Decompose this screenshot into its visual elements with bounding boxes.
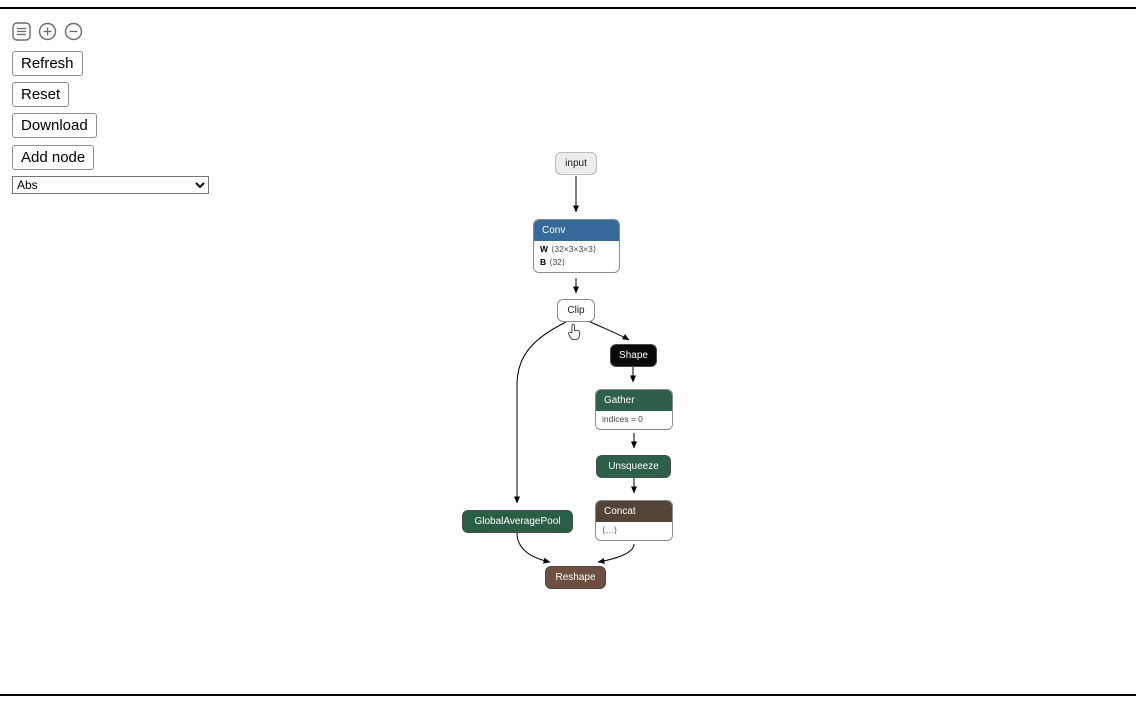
node-global-average-pool-label: GlobalAveragePool [474, 516, 561, 527]
conv-bias-row: B⟨32⟩ [540, 256, 613, 269]
edge-clip-shape [585, 319, 630, 341]
conv-bias-value: ⟨32⟩ [549, 257, 566, 267]
node-unsqueeze[interactable]: Unsqueeze [596, 455, 671, 478]
zoom-out-icon[interactable] [64, 22, 83, 41]
node-concat-attributes: ⟨…⟩ [596, 522, 672, 540]
node-type-select[interactable]: Abs [12, 176, 209, 194]
node-concat-label: Concat [604, 506, 636, 517]
concat-attr-value: ⟨…⟩ [602, 525, 618, 535]
node-clip[interactable]: Clip [557, 299, 595, 322]
node-clip-label: Clip [567, 305, 585, 316]
download-button[interactable]: Download [12, 113, 97, 138]
node-conv-header: Conv [534, 220, 619, 241]
reset-button[interactable]: Reset [12, 82, 70, 107]
conv-weights-value: ⟨32×3×3×3⟩ [551, 244, 597, 254]
refresh-button[interactable]: Refresh [12, 51, 83, 76]
node-gather-label: Gather [604, 395, 635, 406]
node-shape[interactable]: Shape [610, 344, 657, 367]
concat-attr-row: ⟨…⟩ [602, 524, 666, 537]
top-border-line [0, 7, 1136, 9]
node-concat-header: Concat [596, 501, 672, 522]
edge-clip-gap [514, 321, 567, 504]
node-conv-label: Conv [542, 225, 566, 236]
edge-concat-reshape [597, 543, 635, 564]
node-reshape-label: Reshape [555, 572, 596, 583]
node-concat[interactable]: Concat ⟨…⟩ [595, 500, 673, 541]
node-reshape[interactable]: Reshape [545, 566, 606, 589]
node-gather-header: Gather [596, 390, 672, 411]
add-node-button[interactable]: Add node [12, 145, 95, 170]
node-conv-attributes: W⟨32×3×3×3⟩ B⟨32⟩ [534, 241, 619, 272]
gather-indices-value: indices = 0 [602, 414, 643, 424]
gather-indices-row: indices = 0 [602, 413, 666, 426]
node-input[interactable]: input [555, 152, 597, 175]
node-unsqueeze-label: Unsqueeze [608, 461, 659, 472]
hand-cursor-icon [567, 323, 581, 341]
node-input-label: input [565, 158, 587, 169]
node-shape-label: Shape [619, 350, 648, 361]
node-global-average-pool[interactable]: GlobalAveragePool [462, 510, 573, 533]
conv-weights-row: W⟨32×3×3×3⟩ [540, 243, 613, 256]
hamburger-menu-icon[interactable] [12, 22, 31, 41]
node-gather[interactable]: Gather indices = 0 [595, 389, 673, 430]
node-gather-attributes: indices = 0 [596, 411, 672, 429]
zoom-in-icon[interactable] [38, 22, 57, 41]
bottom-border-line [0, 694, 1136, 696]
conv-weights-name: W [540, 244, 549, 254]
conv-bias-name: B [540, 257, 547, 267]
edge-gap-reshape [516, 532, 551, 564]
node-conv[interactable]: Conv W⟨32×3×3×3⟩ B⟨32⟩ [533, 219, 620, 273]
